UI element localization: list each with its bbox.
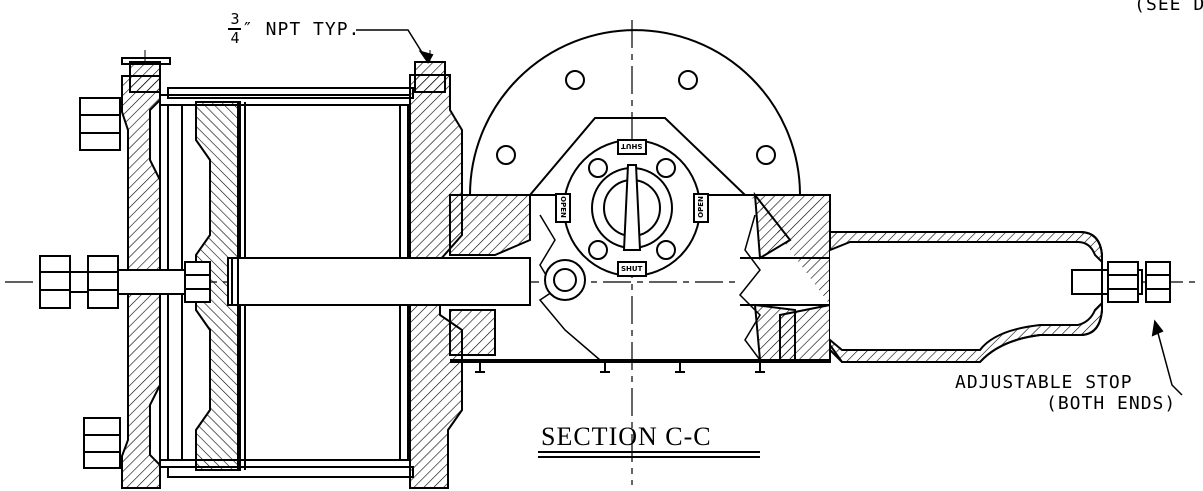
drive-plate bbox=[469, 29, 801, 277]
adjustable-stop bbox=[1101, 261, 1171, 303]
npt-note: ″ NPT TYP. bbox=[242, 19, 361, 40]
tie-rod bbox=[39, 255, 211, 309]
plate-label-right: OPEN bbox=[696, 196, 705, 218]
npt-leader bbox=[356, 29, 429, 63]
section-title: SECTION C-C bbox=[541, 422, 712, 451]
plate-label-top: SHUT bbox=[621, 142, 643, 150]
npt-fraction-numerator: 3 bbox=[230, 10, 240, 28]
npt-leader-arrow bbox=[418, 50, 434, 64]
stop-leader-arrow bbox=[1151, 319, 1164, 337]
npt-fraction-denominator: 4 bbox=[230, 29, 240, 47]
right-extension bbox=[829, 231, 1103, 363]
plate-label-bottom: SHUT bbox=[621, 265, 643, 273]
note-topright: (SEE DW bbox=[1134, 0, 1203, 15]
stop-label-line2: (BOTH ENDS) bbox=[1046, 393, 1177, 414]
stop-leader bbox=[1154, 321, 1183, 396]
plate-label-left: OPEN bbox=[558, 196, 567, 218]
stop-label-line1: ADJUSTABLE STOP bbox=[955, 372, 1133, 393]
npt-fraction-bar bbox=[228, 28, 241, 30]
